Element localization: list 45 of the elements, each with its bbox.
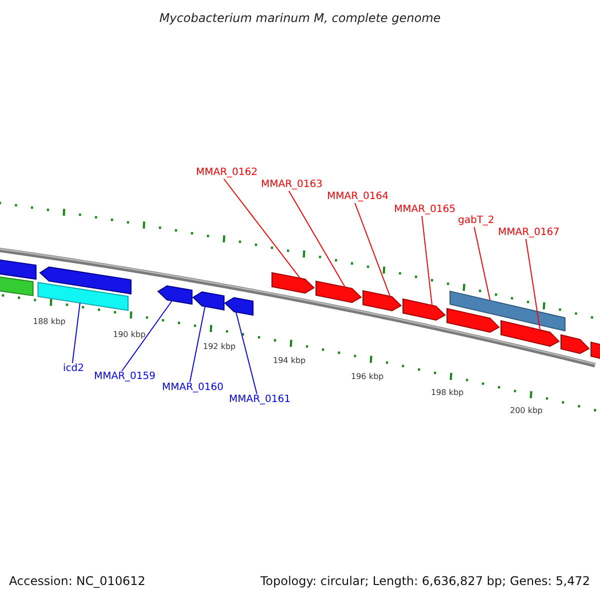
leader-line: [288, 190, 346, 288]
gene-feature: [402, 298, 446, 321]
gene-feature: [39, 266, 132, 294]
gene-feature: [450, 290, 566, 332]
accession-text: Accession: NC_010612: [9, 574, 146, 588]
leader-line: [72, 302, 80, 364]
leader-line: [421, 216, 432, 306]
gene-feature: [590, 342, 600, 360]
gene-label: MMAR_0163: [261, 179, 322, 191]
tick-label: 194 kbp: [273, 356, 306, 366]
title: Mycobacterium marinum M, complete genome: [158, 10, 442, 27]
tick-label: 198 kbp: [431, 388, 464, 398]
gene-label: MMAR_0167: [498, 227, 560, 239]
tick-label: 188 kbp: [33, 317, 66, 327]
gene-feature: [362, 290, 402, 312]
tick-label: 190 kbp: [113, 330, 146, 340]
leader-line: [474, 226, 490, 301]
gene-label: MMAR_0165: [394, 204, 456, 216]
gene-feature: [38, 282, 128, 311]
gene-label: MMAR_0160: [162, 382, 224, 394]
tick-label: 196 kbp: [351, 372, 384, 382]
gene-label: MMAR_0161: [229, 394, 290, 406]
gene-feature: [192, 291, 224, 310]
gene-feature: [272, 272, 315, 294]
gene-feature: [316, 280, 362, 303]
leader-line: [525, 238, 540, 330]
gene-label: MMAR_0159: [94, 371, 156, 383]
gene-feature: [0, 259, 36, 280]
genome-info: Topology: circular; Length: 6,636,827 bp; Genes: 5,472: [260, 574, 590, 588]
leader-line: [223, 178, 300, 279]
leader-line: [121, 300, 172, 372]
leader-line: [236, 312, 258, 394]
gene-feature: [0, 276, 34, 296]
leader-line: [354, 202, 390, 297]
gene-label: icd2: [63, 363, 84, 375]
gene-label: gabT_2: [458, 215, 494, 227]
gene-feature: [224, 297, 254, 316]
gene-feature: [157, 285, 192, 305]
gene-label: MMAR_0162: [196, 167, 258, 179]
tick-label: 200 kbp: [510, 406, 543, 416]
leader-line: [189, 306, 206, 382]
gene-feature: [500, 320, 560, 347]
gene-feature: [446, 308, 500, 333]
tick-label: 192 kbp: [203, 342, 236, 352]
gene-label: MMAR_0164: [327, 191, 388, 203]
